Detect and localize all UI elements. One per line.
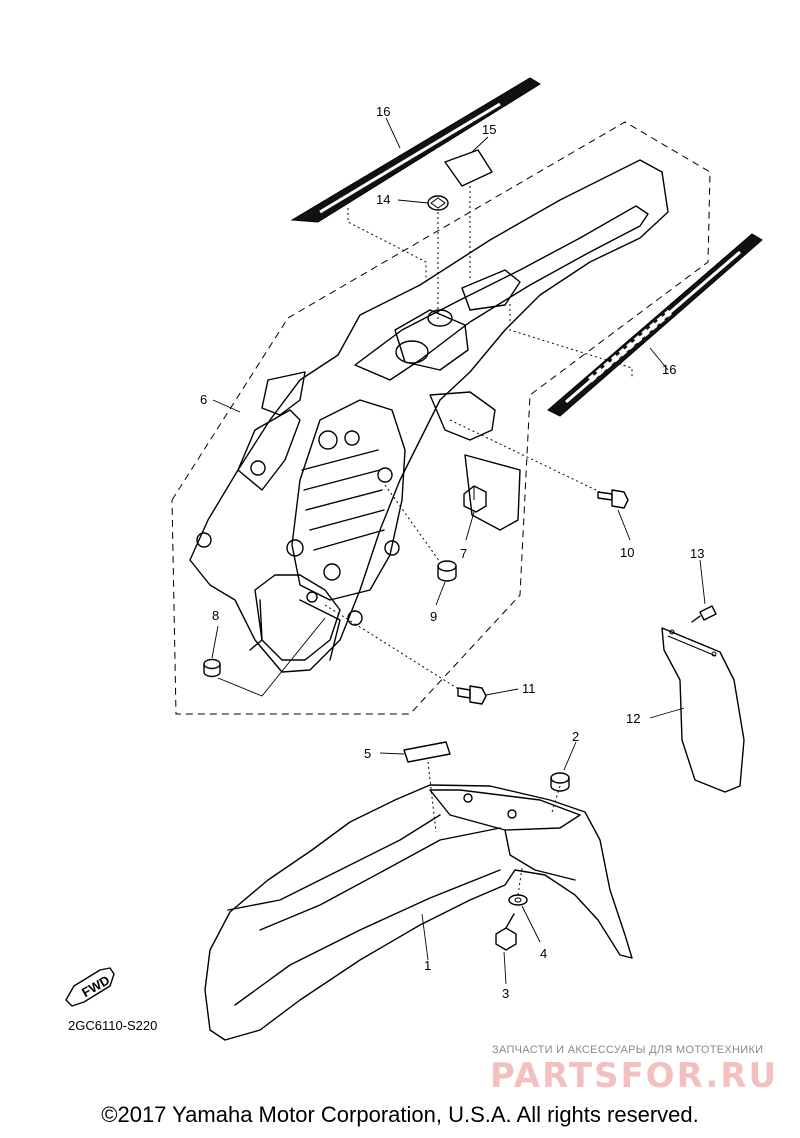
- callout-15: 15: [482, 122, 496, 137]
- rear-fender-group-boundary: [171, 121, 711, 715]
- screw-part-13: [691, 605, 717, 623]
- emblem-part-14: [427, 195, 449, 211]
- callout-8: 8: [212, 608, 219, 623]
- rear-fender: [189, 159, 669, 673]
- bolt-part-11: [457, 685, 487, 705]
- callout-14: 14: [376, 192, 390, 207]
- nut-part-7: [463, 485, 487, 513]
- fwd-arrow: FWD: [65, 967, 115, 1007]
- callout-4: 4: [540, 946, 547, 961]
- callout-1: 1: [424, 958, 431, 973]
- grommet-part-9: [437, 560, 457, 582]
- front-fender-part-1: [204, 784, 633, 1041]
- callout-12: 12: [626, 711, 640, 726]
- label-part-15: [444, 149, 493, 187]
- callout-16-lower: 16: [662, 362, 676, 377]
- label-part-5: [403, 741, 451, 763]
- callout-labels: 16 15 14 16 6 7 10 13 9 8 11 12 5 2 4 1 …: [200, 104, 704, 1001]
- callout-13: 13: [690, 546, 704, 561]
- washer-part-4: [508, 894, 528, 906]
- fwd-label: FWD: [79, 972, 112, 1000]
- callout-10: 10: [620, 545, 634, 560]
- callout-7: 7: [460, 546, 467, 561]
- decal-part-16-lower: [547, 233, 763, 417]
- mudflap-part-12: [661, 627, 745, 793]
- grommet-part-2: [550, 772, 570, 792]
- callout-9: 9: [430, 609, 437, 624]
- bolt-part-10: [597, 489, 629, 509]
- decal-part-16-upper: [290, 77, 541, 223]
- reference-lines: [324, 186, 633, 896]
- leader-lines: [211, 117, 706, 985]
- callout-3: 3: [502, 986, 509, 1001]
- callout-5: 5: [364, 746, 371, 761]
- callout-11: 11: [522, 681, 536, 696]
- callout-16-upper: 16: [376, 104, 390, 119]
- grommet-part-8: [203, 658, 221, 678]
- callout-6: 6: [200, 392, 207, 407]
- watermark-logo: PARTSFOR.RU: [490, 1056, 779, 1096]
- bolt-part-3: [495, 913, 517, 951]
- part-code: 2GC6110-S220: [68, 1018, 158, 1033]
- watermark-tagline: ЗАПЧАСТИ И АКСЕССУАРЫ ДЛЯ МОТОТЕХНИКИ: [492, 1044, 764, 1056]
- copyright-notice: ©2017 Yamaha Motor Corporation, U.S.A. A…: [101, 1102, 699, 1127]
- callout-2: 2: [572, 729, 579, 744]
